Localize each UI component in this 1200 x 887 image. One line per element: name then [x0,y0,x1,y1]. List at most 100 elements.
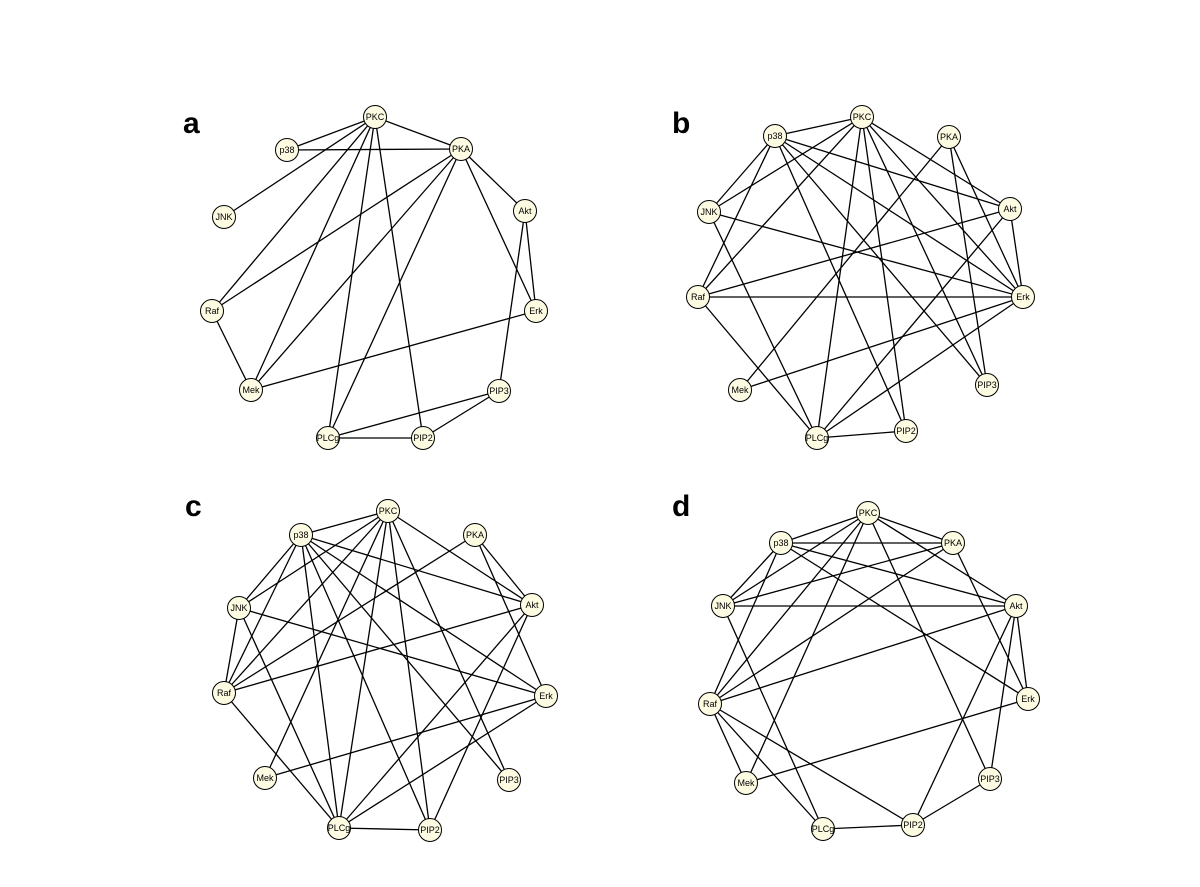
node-circle [1011,285,1035,309]
node-mek: Mek [734,771,758,795]
node-circle [1016,687,1040,711]
node-label: p38 [279,145,294,155]
edge-akt-raf [709,605,1017,705]
node-circle [975,373,999,397]
node-label: p38 [767,131,782,141]
edge-p38-pip2 [774,135,907,432]
node-circle [520,593,544,617]
edge-pka-raf [211,148,462,312]
edge-pka-erk [948,136,1024,298]
node-label: Erk [539,691,553,701]
node-circle [524,299,548,323]
edge-p38-jnk [238,534,302,609]
edge-akt-pip3 [498,210,526,392]
node-pkc: PKC [850,105,874,129]
node-circle [811,817,835,841]
edge-pka-raf [709,542,954,705]
node-circle [327,816,351,840]
edge-pip2-plcg [822,824,914,830]
edge-plcg-pip2 [338,827,431,831]
edge-erk-mek [739,296,1024,391]
edge-akt-erk [1015,605,1029,700]
edge-akt-plcg [338,604,533,829]
node-erk: Erk [1011,285,1035,309]
node-label: p38 [293,530,308,540]
node-erk: Erk [524,299,548,323]
node-mek: Mek [239,378,263,402]
node-circle [937,125,961,149]
node-circle [239,378,263,402]
node-plcg: PLCg [327,816,351,840]
node-pip3: PIP3 [975,373,999,397]
node-label: PLCg [806,433,829,443]
edge-pkc-mek [264,510,389,779]
node-pka: PKA [449,137,473,161]
node-circle [534,684,558,708]
edge-erk-plcg [338,695,547,829]
node-mek: Mek [253,766,277,790]
panel-label-d: d [672,490,690,523]
edge-pkc-p38 [286,116,376,151]
node-circle [941,531,965,555]
edge-pkc-akt [861,116,1011,210]
node-circle [894,419,918,443]
node-raf: Raf [212,681,236,705]
node-p38: p38 [275,138,299,162]
edge-p38-erk [300,534,547,697]
edge-pka-mek [739,136,950,391]
edge-pip3-plcg [327,390,500,439]
node-label: PKA [944,538,962,548]
edge-jnk-erk [708,211,1024,298]
edge-pkc-jnk [223,116,376,218]
node-label: PKC [853,112,872,122]
node-circle [497,768,521,792]
node-mek: Mek [728,378,752,402]
node-label: Akt [1009,601,1023,611]
edge-pkc-plcg [816,116,863,439]
edge-mek-erk [250,310,537,391]
edge-p38-erk [774,135,1024,298]
node-circle [253,766,277,790]
node-label: PKC [366,112,385,122]
node-circle [734,771,758,795]
edge-erk-mek [264,695,547,779]
node-circle [901,813,925,837]
node-label: JNK [230,603,247,613]
edge-jnk-erk [238,607,547,697]
node-erk: Erk [534,684,558,708]
node-label: Erk [1016,292,1030,302]
node-circle [418,818,442,842]
edge-pkc-akt [867,512,1017,607]
node-label: Akt [1003,204,1017,214]
edge-jnk-raf [223,607,240,694]
node-p38: p38 [763,124,787,148]
node-circle [487,379,511,403]
edge-jnk-plcg [238,607,340,829]
edge-pka-plcg [327,148,462,439]
node-label: PIP2 [896,426,916,436]
edge-p38-pip3 [774,135,988,386]
edge-pka-erk [460,148,537,312]
node-label: Erk [1021,694,1035,704]
edge-pip3-pip2 [912,778,991,826]
node-pka: PKA [463,523,487,547]
node-circle [711,594,735,618]
edge-pkc-mek [250,116,376,391]
node-circle [805,426,829,450]
edge-pkc-pip3 [867,512,991,780]
edges-a [211,116,537,439]
edge-pkc-p38 [780,512,869,544]
node-circle [686,285,710,309]
node-label: PKA [466,530,484,540]
node-label: JNK [215,212,232,222]
node-p38: p38 [289,523,313,547]
node-pip2: PIP2 [894,419,918,443]
edge-p38-pkc [774,116,863,137]
node-label: PLCg [812,824,835,834]
edge-raf-mek [709,703,747,784]
node-jnk: JNK [711,594,735,618]
edge-pip3-pip2 [422,390,500,439]
node-circle [769,531,793,555]
